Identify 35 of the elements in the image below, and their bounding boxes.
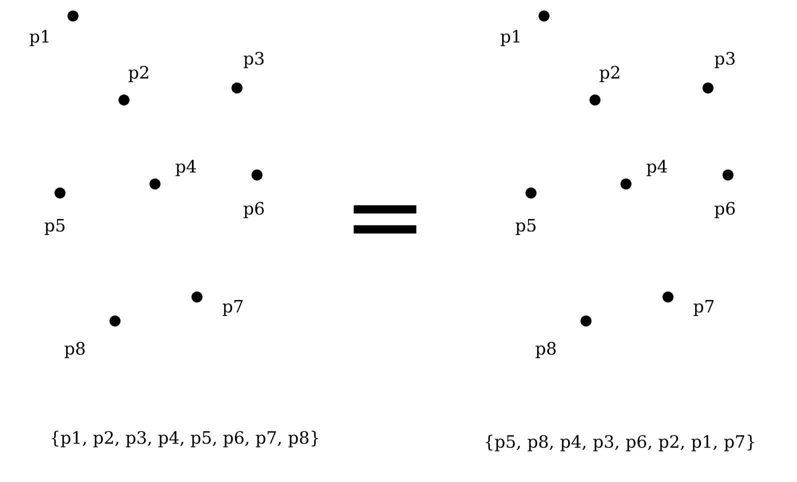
point-label: p7 [222,300,243,316]
point-label: p8 [536,342,556,358]
dot [702,82,714,94]
dot [662,292,674,302]
point-label: p3 [714,52,735,68]
dot [580,316,592,326]
point-label: p8 [64,342,85,358]
dot [722,170,734,180]
point-label: p6 [714,202,735,218]
dot [538,10,550,22]
point-label: p7 [694,300,714,316]
point-label: p4 [646,160,667,176]
point-label: p6 [244,202,264,218]
dot [620,178,632,190]
point-label: p5 [44,219,65,235]
equals-sign: = [354,205,416,234]
dot [232,82,242,94]
point-label: p2 [600,66,620,82]
dot [150,178,160,190]
dot [118,94,130,106]
set-caption: {p1, p2, p3, p4, p5, p6, p7, p8} [52,430,318,448]
dot [54,188,66,198]
point-label: p2 [128,66,148,82]
dot [68,10,78,22]
dot [192,292,202,302]
dot [590,94,600,106]
point-label: p5 [516,219,536,235]
dot [252,170,262,180]
point-label: p1 [500,30,520,46]
dot [110,316,120,326]
set-caption: {p5, p8, p4, p3, p6, p2, p1, p7} [486,434,754,452]
point-label: p4 [176,160,196,176]
point-label: p1 [30,30,48,46]
dot [526,188,536,198]
point-label: p3 [244,52,264,68]
